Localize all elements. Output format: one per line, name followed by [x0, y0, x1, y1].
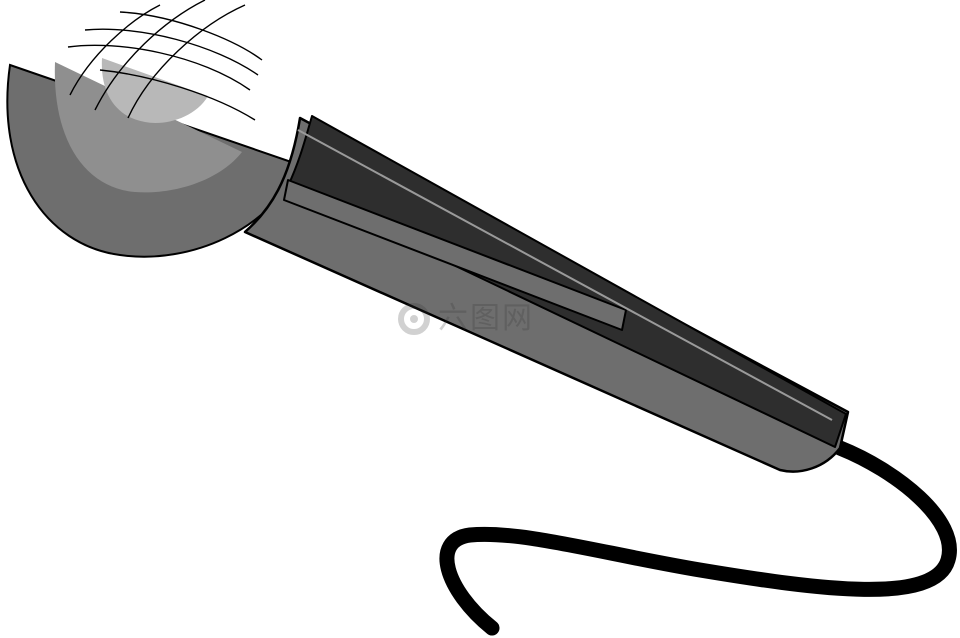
microphone-handle-edge: [297, 129, 833, 421]
microphone-cable: [439, 440, 957, 636]
microphone-head-middle: [54, 62, 243, 193]
microphone-handle-slat: [283, 179, 627, 331]
sound-wave-lines: [67, 0, 263, 121]
microphone-handle-top: [287, 115, 847, 448]
